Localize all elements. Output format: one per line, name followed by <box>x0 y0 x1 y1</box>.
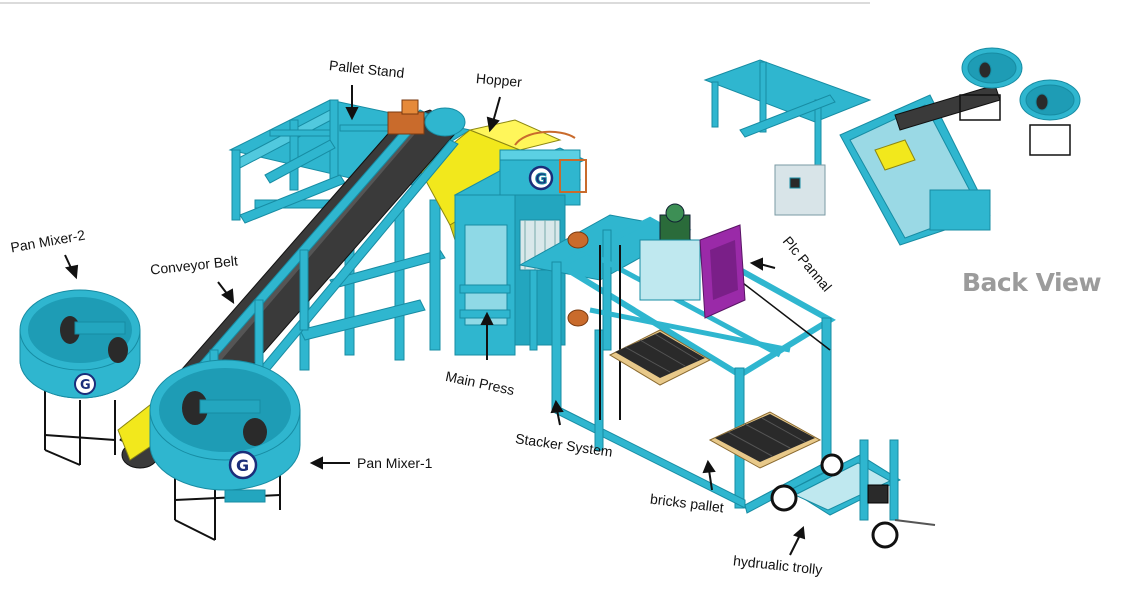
arrow-stacker <box>556 409 561 426</box>
hydraulic-trolly-drawing <box>770 439 936 549</box>
mixer-1-logo: G <box>236 456 249 475</box>
pan-mixer-2-drawing: G <box>19 289 141 466</box>
plc-panel <box>699 224 746 319</box>
arrow-hydraulic-trolly <box>789 534 801 556</box>
back-view-label: Back View <box>962 268 1102 297</box>
main-press: G <box>453 130 587 356</box>
back-view-drawing <box>703 47 1081 246</box>
arrow-hopper <box>492 96 501 123</box>
conveyor-motor <box>387 111 425 135</box>
pan-mixer-1-drawing: G <box>117 359 301 541</box>
stacker-system <box>518 203 836 514</box>
mixer-2-logo: G <box>80 378 91 393</box>
bricks-pallet-lower <box>708 411 822 469</box>
pan-mixer-1-label: Pan Mixer-1 <box>357 455 433 471</box>
press-logo: G <box>535 170 547 188</box>
callout-arrows <box>64 85 806 556</box>
arrow-bricks-pallet <box>708 469 713 491</box>
bricks-pallet-upper <box>608 329 712 386</box>
